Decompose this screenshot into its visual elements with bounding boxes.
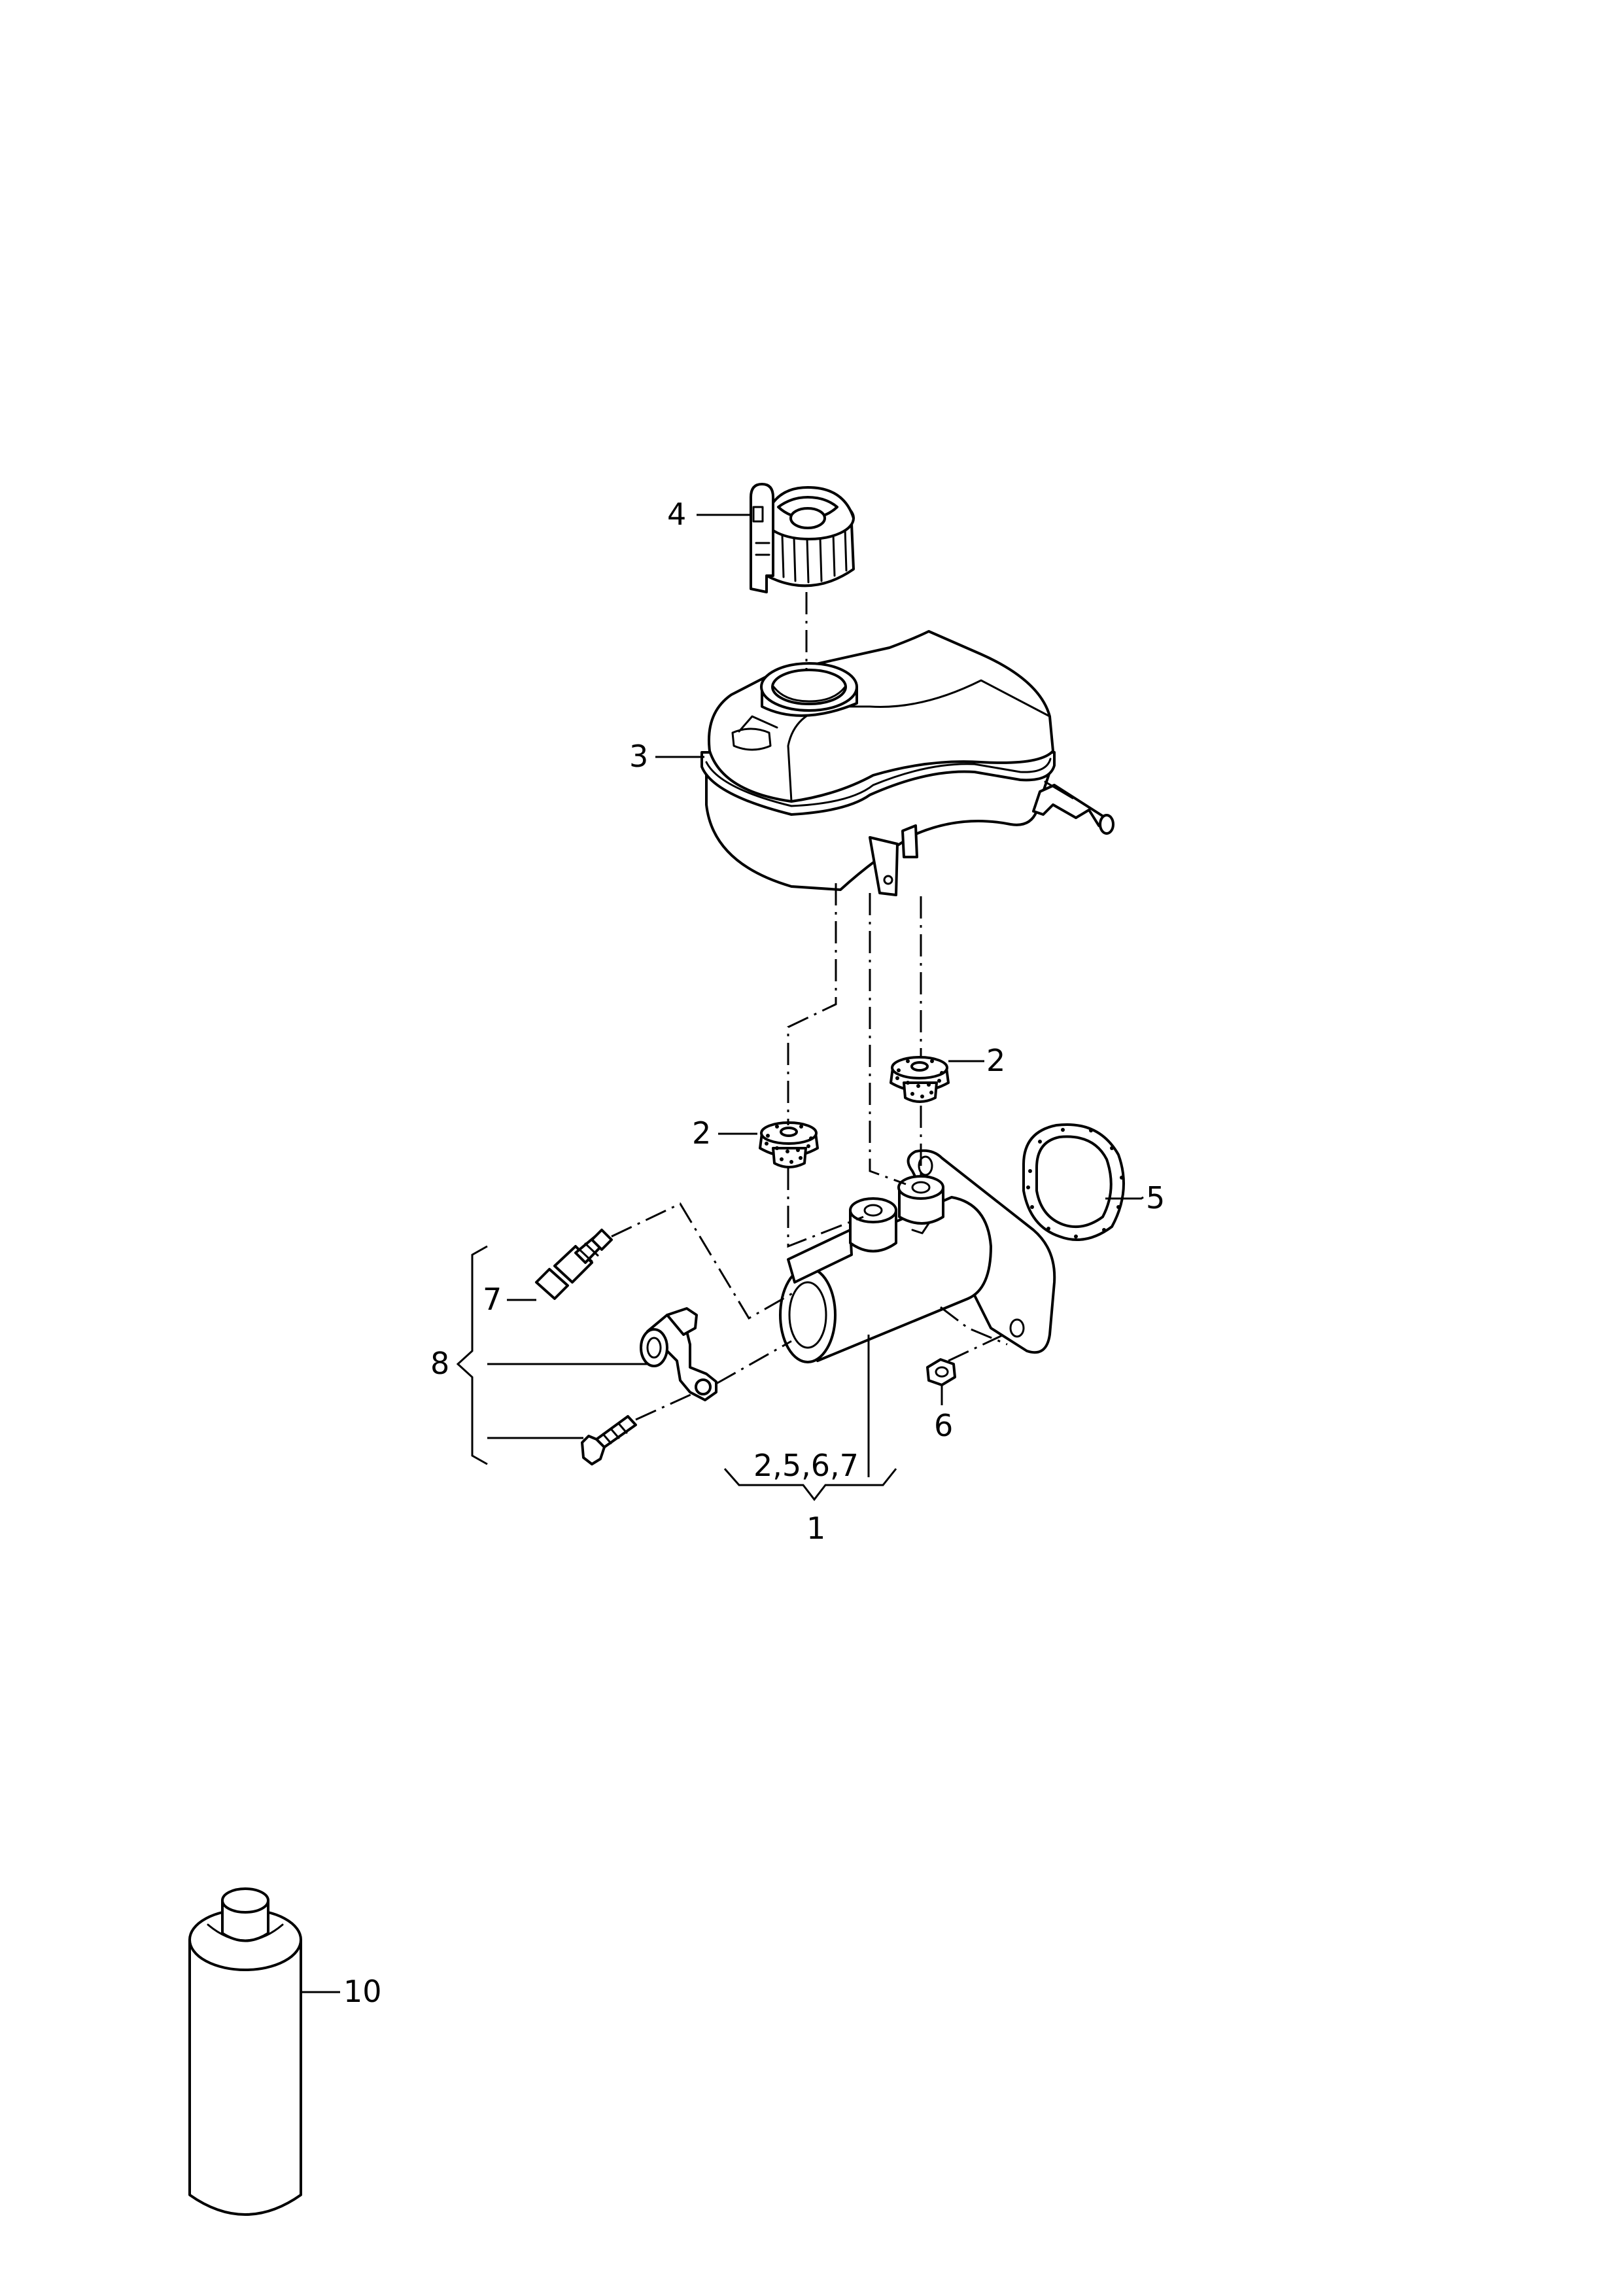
callout-3: 3	[629, 739, 648, 774]
callout-2-upper: 2	[986, 1043, 1005, 1078]
brake-master-cylinder-icon[interactable]	[779, 1149, 1056, 1363]
fluid-reservoir-icon[interactable]	[700, 630, 1114, 896]
callout-4: 4	[667, 497, 686, 532]
leader-lines	[301, 514, 1144, 1993]
callout-2-lower: 2	[692, 1115, 711, 1151]
callout-kit-contents: 2,5,6,7	[753, 1448, 859, 1483]
reservoir-cap-with-sensor-icon[interactable]	[750, 483, 855, 593]
bracket-and-bolt-icon[interactable]	[581, 1307, 717, 1465]
callout-8: 8	[430, 1346, 449, 1381]
alignment-lines	[611, 592, 1008, 1421]
brake-fluid-bottle-icon[interactable]	[188, 1887, 302, 2216]
pressure-sensor-icon[interactable]	[535, 1229, 613, 1300]
callout-10: 10	[343, 1974, 382, 2009]
callout-6: 6	[934, 1408, 953, 1443]
grommet-icon[interactable]	[759, 1121, 819, 1168]
callout-7: 7	[483, 1282, 502, 1317]
callout-5: 5	[1146, 1180, 1165, 1216]
hex-nut-icon[interactable]	[926, 1358, 956, 1386]
callout-1: 1	[806, 1511, 825, 1546]
gasket-icon[interactable]	[1022, 1123, 1125, 1241]
brace-group-1	[723, 1468, 897, 1501]
brace-group-8	[456, 1245, 488, 1465]
grommet-icon[interactable]	[890, 1056, 950, 1103]
